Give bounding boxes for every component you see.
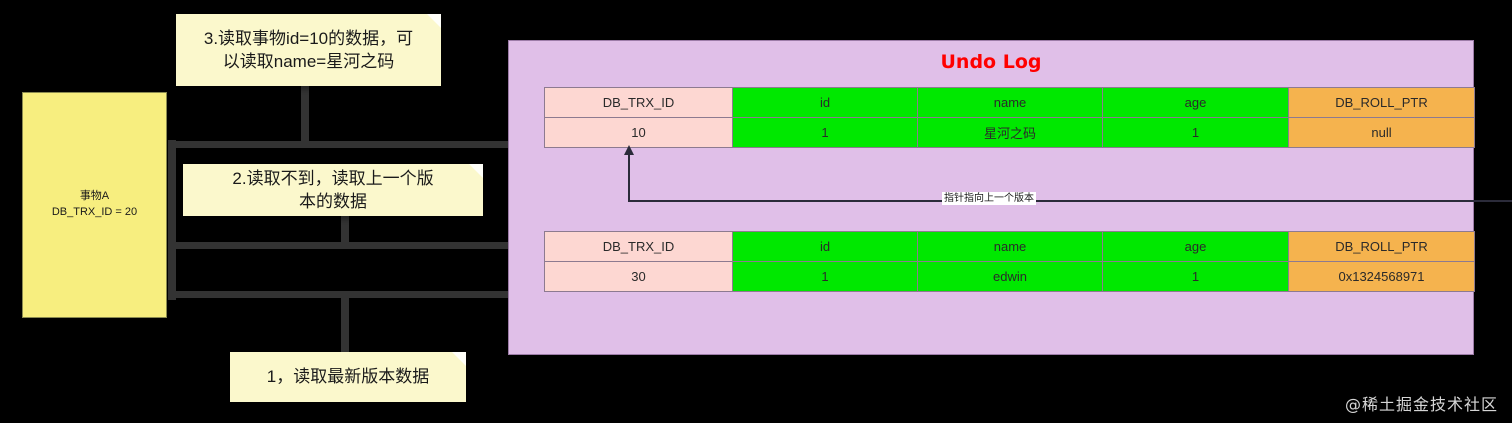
- undo-log-title: Undo Log: [940, 51, 1042, 73]
- column-header-age: age: [1102, 231, 1289, 262]
- column-header-age: age: [1102, 87, 1289, 118]
- column-header-db-roll-ptr: DB_ROLL_PTR: [1288, 231, 1475, 262]
- column-header-db-roll-ptr: DB_ROLL_PTR: [1288, 87, 1475, 118]
- note-step1: 1，读取最新版本数据: [230, 352, 466, 402]
- undo-log-table-version-older: DB_TRX_ID id name age DB_ROLL_PTR 10 1 星…: [544, 87, 1475, 148]
- table-row: 30 1 edwin 1 0x1324568971: [544, 261, 1475, 292]
- note-step2-text: 2.读取不到，读取上一个版 本的数据: [232, 168, 434, 211]
- column-header-name: name: [917, 231, 1103, 262]
- table-header-row: DB_TRX_ID id name age DB_ROLL_PTR: [544, 231, 1475, 262]
- connector-stem-note2: [341, 214, 349, 246]
- undo-log-table-version-newer: DB_TRX_ID id name age DB_ROLL_PTR 30 1 e…: [544, 231, 1475, 292]
- connector-line-step2: [168, 242, 543, 249]
- note-fold-corner-icon: [469, 164, 483, 178]
- cell-id: 1: [732, 117, 918, 148]
- column-header-db-trx-id: DB_TRX_ID: [544, 231, 733, 262]
- cell-db-trx-id: 10: [544, 117, 733, 148]
- column-header-id: id: [732, 231, 918, 262]
- cell-db-roll-ptr: 0x1324568971: [1288, 261, 1475, 292]
- undo-log-panel: Undo Log DB_TRX_ID id name age DB_ROLL_P…: [508, 40, 1512, 355]
- connector-trunk-vertical: [168, 140, 176, 300]
- transaction-box: 事物A DB_TRX_ID = 20: [22, 92, 167, 318]
- column-header-db-trx-id: DB_TRX_ID: [544, 87, 733, 118]
- connector-stem-note1: [341, 294, 349, 352]
- cell-name: 星河之码: [917, 117, 1103, 148]
- roll-pointer-segment-horizontal: [628, 200, 1512, 202]
- roll-pointer-label: 指针指向上一个版本: [942, 192, 1036, 205]
- cell-db-trx-id: 30: [544, 261, 733, 292]
- watermark: @稀土掘金技术社区: [1344, 395, 1498, 414]
- transaction-box-label: 事物A DB_TRX_ID = 20: [51, 190, 138, 218]
- note-fold-corner-icon: [427, 14, 441, 28]
- cell-id: 1: [732, 261, 918, 292]
- table-header-row: DB_TRX_ID id name age DB_ROLL_PTR: [544, 87, 1475, 118]
- cell-db-roll-ptr: null: [1288, 117, 1475, 148]
- roll-pointer-arrowhead: [624, 145, 634, 155]
- note-fold-corner-icon: [452, 352, 466, 366]
- cell-age: 1: [1102, 261, 1289, 292]
- cell-age: 1: [1102, 117, 1289, 148]
- cell-name: edwin: [917, 261, 1103, 292]
- connector-stem-note3: [301, 86, 309, 144]
- column-header-id: id: [732, 87, 918, 118]
- note-step3-text: 3.读取事物id=10的数据，可 以读取name=星河之码: [203, 28, 414, 71]
- connector-line-step3: [168, 141, 524, 148]
- column-header-name: name: [917, 87, 1103, 118]
- roll-pointer-segment-vertical-left: [628, 154, 630, 201]
- note-step3: 3.读取事物id=10的数据，可 以读取name=星河之码: [176, 14, 441, 86]
- note-step2: 2.读取不到，读取上一个版 本的数据: [183, 164, 483, 216]
- table-row: 10 1 星河之码 1 null: [544, 117, 1475, 148]
- note-step1-text: 1，读取最新版本数据: [266, 367, 430, 387]
